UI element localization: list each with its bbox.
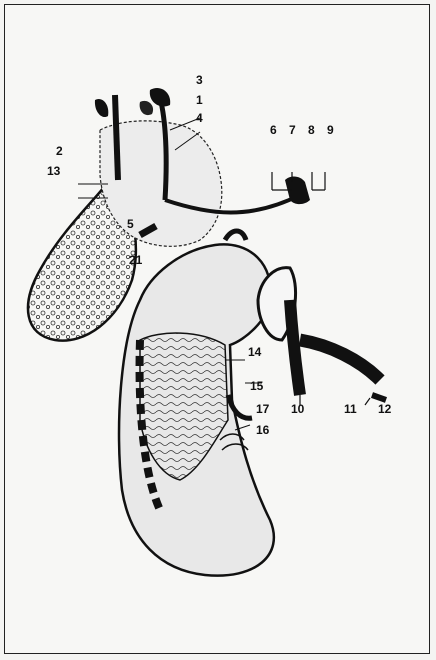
label-2: 2: [56, 145, 63, 157]
label-12: 12: [378, 403, 391, 415]
label-5: 5: [127, 218, 134, 230]
bile-duct: [115, 95, 118, 180]
label-3: 3: [196, 74, 203, 86]
label-15: 15: [250, 380, 263, 392]
label-1: 1: [196, 94, 203, 106]
label-11: 11: [344, 403, 357, 415]
label-16: 16: [256, 424, 269, 436]
portal-vein: [290, 300, 300, 395]
label-10: 10: [291, 403, 304, 415]
label-21: 21: [129, 254, 142, 266]
label-17: 17: [256, 403, 269, 415]
label-6: 6: [270, 124, 277, 136]
label-9: 9: [327, 124, 334, 136]
label-13: 13: [47, 165, 60, 177]
label-7: 7: [289, 124, 296, 136]
label-4: 4: [196, 112, 203, 124]
label-14: 14: [248, 346, 261, 358]
label-8: 8: [308, 124, 315, 136]
